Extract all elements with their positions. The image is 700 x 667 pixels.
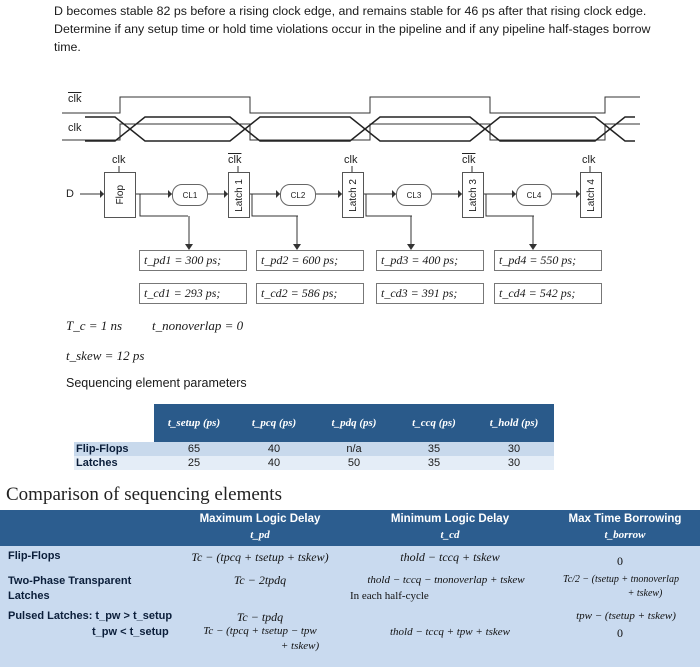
row-ff: Flip-Flops xyxy=(8,550,61,562)
cell: 35 xyxy=(427,443,441,455)
tcd1-box: t_cd1 = 293 ps; xyxy=(139,283,247,304)
latch2-box: Latch 2 xyxy=(342,172,364,218)
pl-max-3: + tskew) xyxy=(280,640,320,652)
cl1-block: CL1 xyxy=(172,184,208,206)
row-name: Latches xyxy=(76,457,118,469)
clk-bar-wave xyxy=(62,96,640,114)
hdr-max-delay: Maximum Logic Delay xyxy=(199,513,321,525)
hdr-thold: t_hold (ps) xyxy=(474,404,554,442)
pl-max-2: Tc − (tpcq + tsetup − tpw xyxy=(203,625,317,637)
hdr-tpcq: t_pcq (ps) xyxy=(234,404,314,442)
latch1-clk-label: clk xyxy=(228,154,242,166)
latch3-clk-label: clk xyxy=(462,154,476,166)
tskew-param: t_skew = 12 ps xyxy=(66,348,145,363)
ff-borrow: 0 xyxy=(617,554,623,568)
tp-borrow-1: Tc/2 − (tsetup + tnonoverlap xyxy=(563,574,679,585)
pl-min: thold − tccq + tpw + tskew xyxy=(389,626,511,638)
tpd1-box: t_pd1 = 300 ps; xyxy=(139,250,247,271)
flop-clk-label: clk xyxy=(112,154,126,166)
row-pulsed: Pulsed Latches: t_pw > t_setup xyxy=(8,610,173,622)
tpd4-box: t_pd4 = 550 ps; xyxy=(494,250,602,271)
tp-min-note: In each half-cycle xyxy=(350,590,429,602)
d-input-label: D xyxy=(66,188,74,200)
data-transitions xyxy=(85,116,635,142)
latch3-box: Latch 3 xyxy=(462,172,484,218)
tp-min: thold − tccq − tnonoverlap + tskew xyxy=(367,574,525,586)
ff-min: thold − tccq + tskew xyxy=(400,550,500,564)
seq-params-table: t_setup (ps) t_pcq (ps) t_pdq (ps) t_ccq… xyxy=(74,404,554,470)
hdr-tpdq: t_pdq (ps) xyxy=(314,404,394,442)
hdr-min-delay: Minimum Logic Delay xyxy=(390,513,510,525)
tp-borrow-2: + tskew) xyxy=(627,588,663,599)
tcd3-box: t_cd3 = 391 ps; xyxy=(376,283,484,304)
cell: 40 xyxy=(267,457,281,469)
question-text: D becomes stable 82 ps before a rising c… xyxy=(54,4,651,54)
row-two-phase-2: Latches xyxy=(8,590,50,602)
comparison-table: Maximum Logic Delay t_pd Minimum Logic D… xyxy=(0,510,700,667)
clk-label: clk xyxy=(68,122,82,134)
row-pulsed-2: t_pw < t_setup xyxy=(92,626,169,638)
tcd2-box: t_cd2 = 586 ps; xyxy=(256,283,364,304)
tc-param: T_c = 1 ns xyxy=(66,318,123,333)
comparison-title: Comparison of sequencing elements xyxy=(6,484,282,505)
ff-max: Tc − (tpcq + tsetup + tskew) xyxy=(191,550,329,564)
cell: 40 xyxy=(267,443,281,455)
cell: 65 xyxy=(187,443,201,455)
flop-box: Flop xyxy=(104,172,136,218)
tnonoverlap-param: t_nonoverlap = 0 xyxy=(152,318,244,333)
table-row: Flip-Flops 65 40 n/a 35 30 xyxy=(74,442,554,456)
cl4-block: CL4 xyxy=(516,184,552,206)
hdr-borrow: Max Time Borrowing xyxy=(568,513,682,525)
tp-max: Tc − 2tpdq xyxy=(233,573,287,587)
row-two-phase-1: Two-Phase Transparent xyxy=(8,575,132,587)
cell: 30 xyxy=(507,457,521,469)
hdr-min-sym: t_cd xyxy=(440,529,460,541)
arrowheads-svg xyxy=(100,190,580,250)
seq-table-title: Sequencing element parameters xyxy=(66,376,247,390)
pipeline-diagram-svg xyxy=(62,96,640,244)
comparison-header: Maximum Logic Delay t_pd Minimum Logic D… xyxy=(0,510,700,546)
cell: 35 xyxy=(427,457,441,469)
cell: n/a xyxy=(346,443,362,455)
tpd3-box: t_pd3 = 400 ps; xyxy=(376,250,484,271)
cell: 50 xyxy=(347,457,361,469)
pl-borrow-2: 0 xyxy=(617,626,623,640)
latch4-clk-label: clk xyxy=(582,154,596,166)
cell: 25 xyxy=(187,457,201,469)
hdr-borrow-sym: t_borrow xyxy=(604,529,646,541)
pl-max-1: Tc − tpdq xyxy=(236,610,284,624)
latch2-clk-label: clk xyxy=(344,154,358,166)
row-name: Flip-Flops xyxy=(76,443,129,455)
tpd2-box: t_pd2 = 600 ps; xyxy=(256,250,364,271)
data-wires xyxy=(80,166,591,244)
cell: 30 xyxy=(507,443,521,455)
clk-bar-label: clk xyxy=(68,93,82,105)
latch4-box: Latch 4 xyxy=(580,172,602,218)
latch1-box: Latch 1 xyxy=(228,172,250,218)
clk-wave xyxy=(62,123,640,141)
table-row: Latches 25 40 50 35 30 xyxy=(74,456,554,470)
tcd4-box: t_cd4 = 542 ps; xyxy=(494,283,602,304)
hdr-tsetup: t_setup (ps) xyxy=(154,404,234,442)
cl3-block: CL3 xyxy=(396,184,432,206)
pl-borrow-1: tpw − (tsetup + tskew) xyxy=(576,610,676,622)
hdr-max-sym: t_pd xyxy=(250,529,270,541)
cl2-block: CL2 xyxy=(280,184,316,206)
hdr-tccq: t_ccq (ps) xyxy=(394,404,474,442)
